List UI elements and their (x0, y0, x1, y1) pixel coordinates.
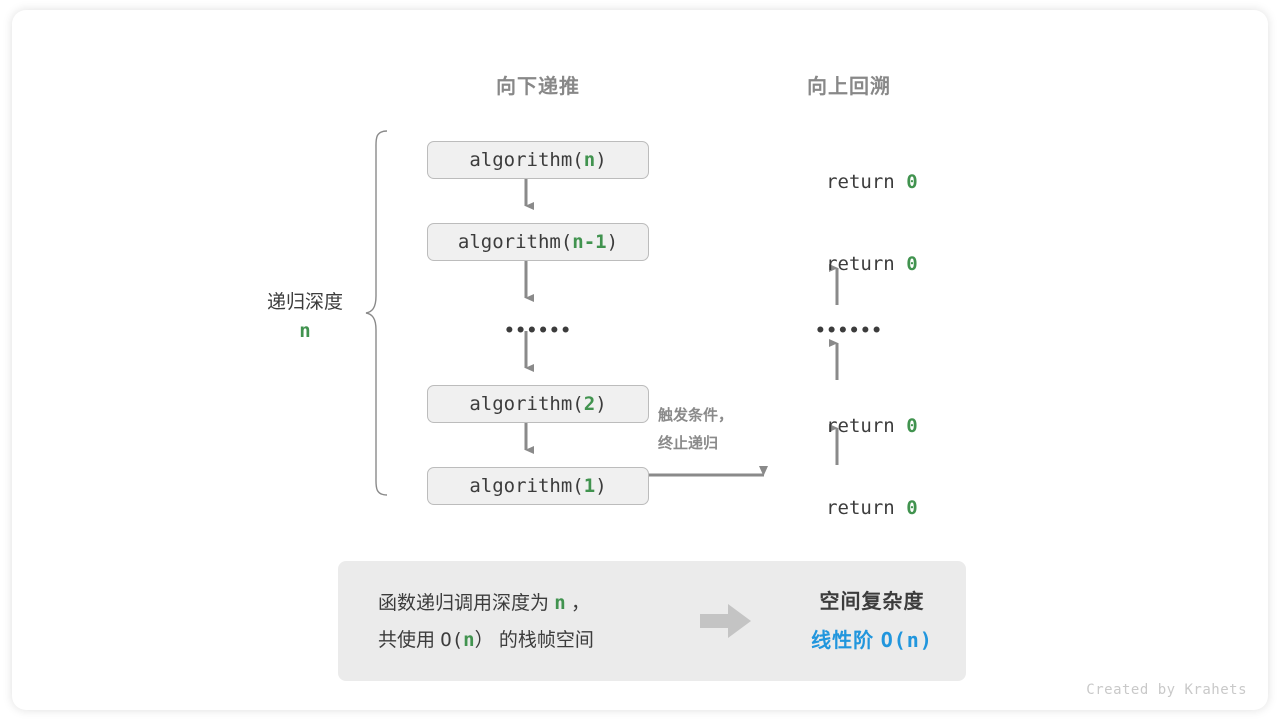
summary-result-notation: O(n) (880, 628, 933, 652)
return-keyword: return (826, 415, 907, 437)
ellipsis-right: •••••• (815, 321, 883, 341)
implies-arrow-icon (700, 604, 751, 638)
call-frame-arg: n (583, 149, 596, 171)
summary-result: 空间复杂度 线性阶 O(n) (778, 583, 966, 660)
base-case-note-line1: 触发条件， (658, 407, 734, 424)
call-frame-box[interactable]: algorithm(1) (427, 467, 649, 505)
summary-line1-b: ， (565, 593, 591, 614)
call-frame-suffix: ) (606, 231, 619, 253)
summary-line2-o: O( (440, 629, 464, 652)
call-frame-prefix: algorithm( (469, 475, 584, 497)
return-statement: return 0 (780, 393, 918, 459)
summary-result-order: 线性阶 (811, 630, 881, 652)
summary-line2-b: 的栈帧空间 (493, 630, 594, 652)
call-frame-arg: 1 (583, 475, 596, 497)
return-keyword: return (826, 497, 907, 519)
return-keyword: return (826, 253, 907, 275)
summary-line1-a: 函数递归调用深度为 (378, 593, 555, 614)
call-frame-arg: n-1 (572, 231, 607, 253)
return-keyword: return (826, 171, 907, 193)
diagram-canvas: 向下递推 向上回溯 递归深度 n algorithm(n) algorithm(… (12, 10, 1268, 710)
base-case-note: 触发条件， 终止递归 (658, 402, 733, 458)
return-value: 0 (906, 415, 918, 437)
call-frame-suffix: ) (595, 393, 607, 415)
call-frame-suffix: ) (595, 475, 607, 497)
column-header-recurse-down: 向下递推 (496, 76, 580, 98)
summary-description: 函数递归调用深度为 n ，共使用 O(n） 的栈帧空间 (378, 585, 594, 659)
summary-line2-c: ） (474, 630, 494, 652)
summary-result-title: 空间复杂度 (819, 591, 925, 613)
summary-line1-n: n (554, 592, 566, 614)
call-frame-prefix: algorithm( (457, 231, 573, 253)
return-value: 0 (906, 253, 918, 275)
summary-result-value: 线性阶 O(n) (778, 621, 966, 660)
depth-brace (365, 130, 388, 496)
column-header-backtrack-up: 向上回溯 (807, 76, 891, 98)
return-value: 0 (906, 497, 918, 519)
call-frame-arg: 2 (583, 393, 596, 415)
call-frame-box[interactable]: algorithm(2) (427, 385, 649, 423)
summary-line2-n: n (463, 629, 475, 652)
recursion-depth-value: n (299, 320, 311, 343)
ellipsis-left: •••••• (504, 321, 572, 341)
call-frame-prefix: algorithm( (469, 393, 584, 415)
base-case-note-line2: 终止递归 (658, 434, 719, 452)
return-statement: return 0 (780, 231, 918, 297)
call-frame-suffix: ) (595, 149, 607, 171)
call-frame-prefix: algorithm( (469, 149, 584, 171)
call-frame-box[interactable]: algorithm(n) (427, 141, 649, 179)
summary-panel: 函数递归调用深度为 n ，共使用 O(n） 的栈帧空间 空间复杂度 线性阶 O(… (338, 561, 966, 681)
summary-line2-a: 共使用 (378, 630, 441, 652)
credit-text: Created by Krahets (1086, 682, 1247, 698)
call-frame-box[interactable]: algorithm(n-1) (427, 223, 649, 261)
return-statement: return 0 (780, 149, 918, 215)
recursion-depth-label: 递归深度 (266, 292, 343, 313)
return-value: 0 (906, 171, 918, 193)
return-statement: return 0 (780, 475, 918, 541)
recursion-depth-annotation: 递归深度 n (245, 288, 365, 347)
